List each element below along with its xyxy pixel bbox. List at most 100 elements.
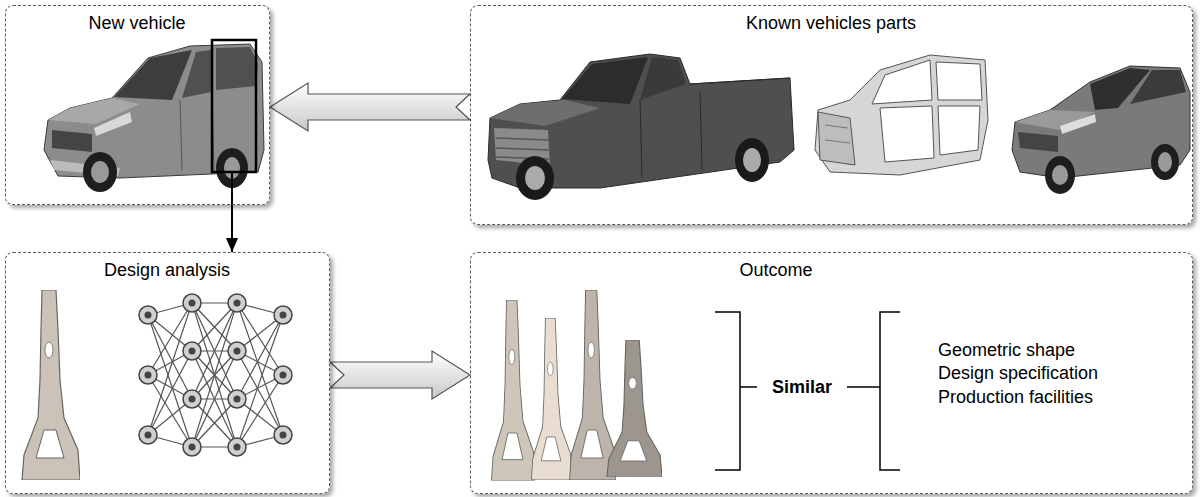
network-link [192,399,237,447]
bracket-lines [715,312,900,470]
highlight-frame [212,40,256,206]
network-neuron-core [189,396,196,403]
suv-illustration [83,152,117,192]
suv-illustration [91,161,109,183]
similar-pillars-illustration [531,318,572,480]
sedan-illustration [1151,144,1179,180]
suv-illustration [44,44,264,192]
bracket-lines [715,312,740,470]
sedan-illustration [1130,70,1186,104]
suv-illustration [114,50,192,100]
network-neuron-core [280,432,287,439]
network-neuron-core [189,444,196,451]
criterion-label: Design specification [938,362,1098,384]
bracket-lines [847,386,880,388]
connector-group [232,83,470,399]
network-link [192,303,237,447]
network-neuron [274,366,292,384]
flow-arrow [231,205,233,252]
similar-pillars-illustration [492,290,663,481]
suv-illustration [44,44,264,178]
criterion-label: Geometric shape [938,339,1075,361]
body-in-white-illustration [815,55,988,175]
body-in-white-illustration [938,106,980,155]
network-neuron [183,390,201,408]
similar-pillars-illustration [607,340,662,477]
network-neuron-core [234,348,241,355]
suv-illustration [180,92,214,172]
sedan-illustration [1012,66,1190,194]
network-neuron-core [145,432,152,439]
pickup-illustration [640,57,686,100]
body-in-white-illustration [818,112,855,165]
network-neuron [274,306,292,324]
network-neuron-core [234,444,241,451]
network-neuron-core [145,312,152,319]
panel-title: Outcome [739,259,812,281]
network-neuron [228,294,246,312]
network-neuron-core [280,312,287,319]
network-neuron-core [234,300,241,307]
panel-title: Design analysis [104,259,230,281]
similar-pillars-illustration [492,300,536,481]
pickup-illustration [735,138,769,182]
body-in-white-illustration [815,55,988,175]
network-link [192,399,237,447]
block-arrow [330,351,470,399]
sedan-illustration [1158,152,1172,172]
sedan-illustration [1052,165,1068,185]
body-in-white-illustration [936,62,982,100]
bracket-lines [740,386,757,388]
network-neuron-core [189,348,196,355]
network-neuron-core [234,396,241,403]
bracket-lines [880,312,900,470]
criterion-label: Production facilities [938,386,1093,408]
network-link [192,303,237,447]
input-panel: New vehicle [5,5,270,205]
network-neuron [183,438,201,456]
sedan-illustration [1018,132,1058,152]
suv-illustration [216,47,258,90]
sedan-illustration [1012,66,1190,178]
sedan-illustration [1060,114,1096,134]
pickup-illustration [562,57,648,104]
network-neuron-core [280,372,287,379]
network-neuron [228,438,246,456]
network-link [192,303,237,351]
network-neuron [139,426,157,444]
suv-illustration [182,50,211,98]
pickup-illustration [490,100,600,126]
pickup-illustration [496,138,549,159]
network-neuron [139,306,157,324]
neural-network-icon [139,294,292,456]
network-neuron [139,366,157,384]
highlight-frame [212,40,256,172]
b-pillar-illustration [22,290,80,480]
network-neuron [228,390,246,408]
b-pillar-illustration [22,290,80,480]
network-neuron [274,426,292,444]
network-neuron-core [189,300,196,307]
block-arrow [270,83,470,131]
pickup-illustration [525,166,545,190]
pickup-illustration [488,54,794,200]
source-panel: Known vehicles parts [470,5,1193,225]
network-neuron [183,342,201,360]
panel-title: Known vehicles parts [746,12,916,34]
panel-title: New vehicle [88,12,185,34]
sedan-illustration [1045,156,1075,194]
pickup-illustration [516,156,554,200]
body-in-white-illustration [872,60,932,104]
similarity-label: Similar [772,376,832,398]
network-link [192,303,237,351]
pickup-illustration [743,148,761,172]
body-in-white-illustration [825,125,850,143]
network-neuron [183,294,201,312]
highlight-frame [231,172,233,206]
similar-pillars-illustration [570,290,616,480]
